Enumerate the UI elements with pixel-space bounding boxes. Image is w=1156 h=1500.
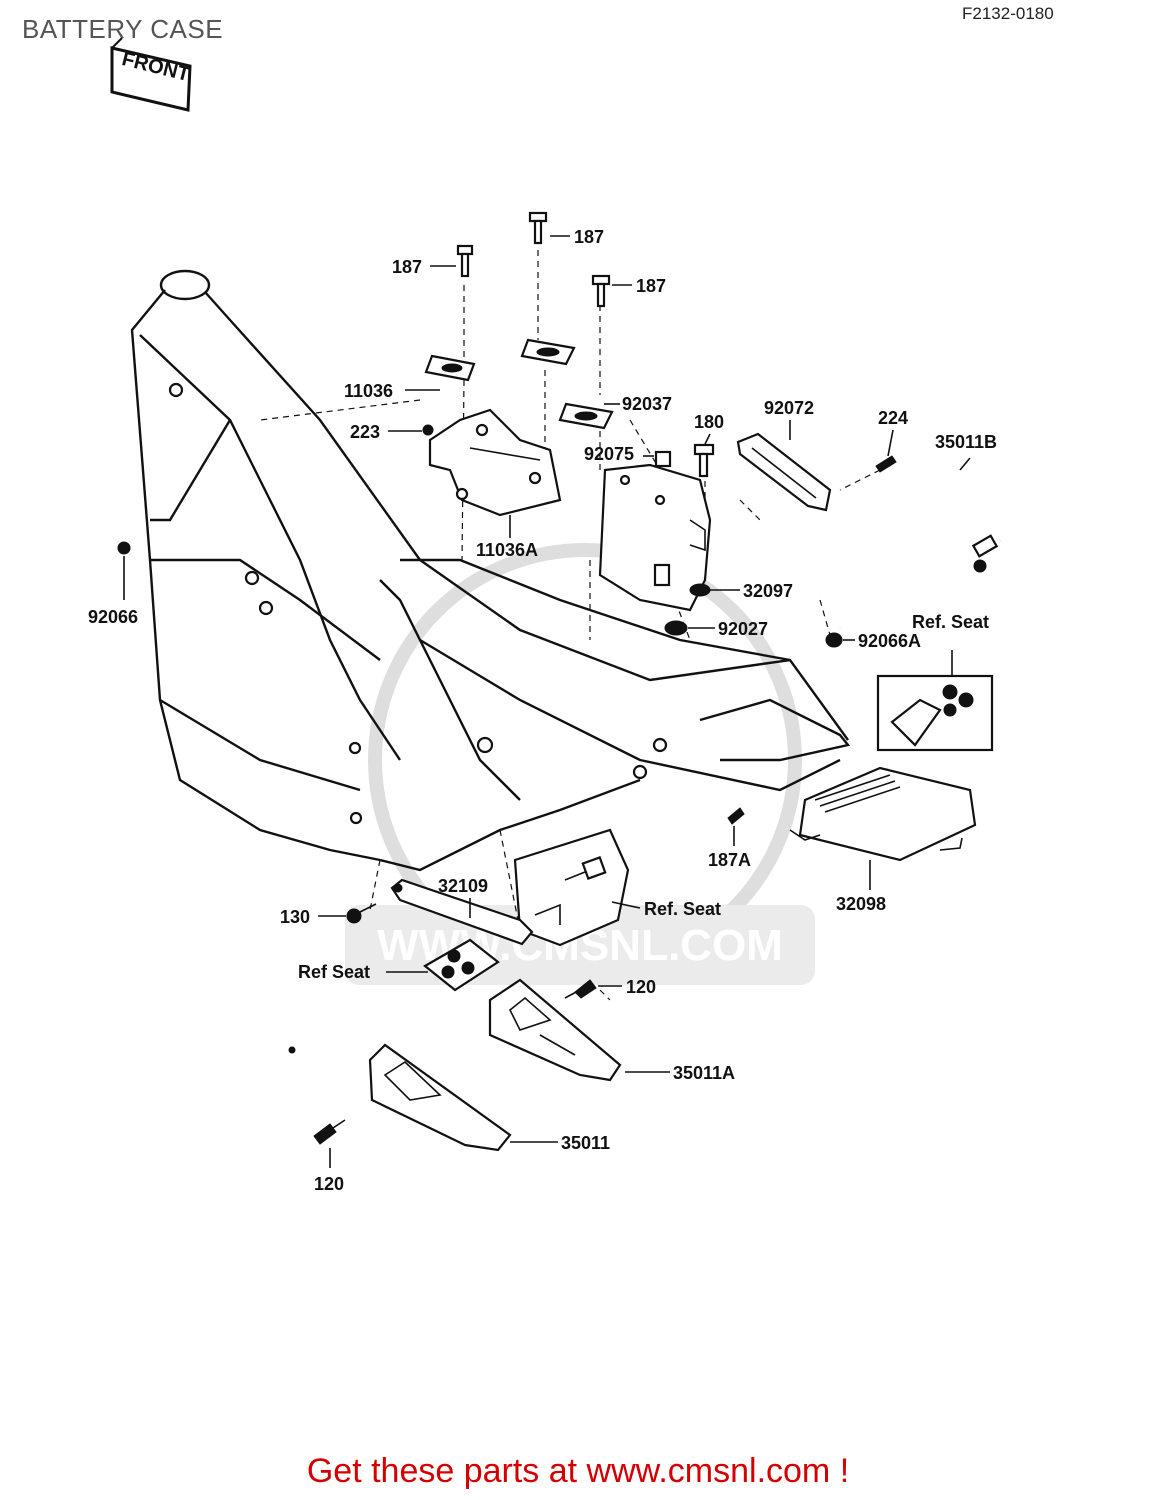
washer-92027 [664,620,688,636]
motorcycle-frame [130,269,851,872]
label-ref-seat-left: Ref Seat [298,962,370,982]
front-arrow-marker: FRONT [110,37,192,112]
label-187-left: 187 [392,257,422,277]
bolt-187-center [528,211,548,245]
support-rod-35011B [838,457,1023,629]
buy-parts-link[interactable]: Get these parts at www.cmsnl.com ! [306,1452,850,1490]
leader-lines [123,235,971,1168]
damper-32097 [689,583,711,597]
label-223: 223 [350,422,380,442]
side-cover-35011A [488,978,622,1082]
exploded-view: FRONT WWW.CMSNL.COM [88,37,1023,1194]
rubber-pad-92037 [558,402,614,430]
label-35011a: 35011A [673,1063,735,1083]
label-92037: 92037 [622,394,672,414]
stay-32109 [390,878,534,946]
battery-case [598,463,712,612]
label-92075: 92075 [584,444,634,464]
label-11036a: 11036A [476,540,538,560]
label-180: 180 [694,412,724,432]
label-92066: 92066 [88,607,138,627]
bolt-180 [693,443,715,478]
battery-strap-92072 [736,432,832,512]
ref-seat-plate-left [423,938,500,992]
grommet-92066A [825,632,843,648]
bolt-187a [727,807,745,825]
label-130: 130 [280,907,310,927]
ref-seat-box-right [876,650,994,752]
bolt-120-lower [313,1119,346,1145]
label-187-right: 187 [636,276,666,296]
callout-labels: 187 187 187 11036 223 11036A 92037 92075… [88,227,997,1194]
grommet-92066 [117,541,131,555]
label-187-center: 187 [574,227,604,247]
bolt-120-upper [564,979,597,999]
label-92066a: 92066A [858,631,921,651]
label-11036: 11036 [344,381,393,401]
bolt-187-right [591,274,611,308]
bolt-187-left [456,244,474,278]
label-32098: 32098 [836,894,886,914]
label-224: 224 [878,408,908,428]
nut-92075 [654,450,672,468]
rubber-pad-center [520,338,576,366]
label-32109: 32109 [438,876,488,896]
label-120-lower: 120 [314,1174,344,1194]
label-92072: 92072 [764,398,814,418]
rubber-pad-11036 [424,354,476,382]
side-cover-35011 [368,1043,512,1152]
label-ref-seat-right: Ref. Seat [912,612,989,632]
drawing-number: F2132-0180 [962,4,1054,23]
bolt-130 [346,903,377,924]
screw-224 [875,455,897,473]
label-187a: 187A [708,850,751,870]
label-35011b: 35011B [935,432,997,452]
label-32097: 32097 [743,581,793,601]
stray-mark [288,1046,296,1054]
battery-tray-32098 [789,766,977,862]
label-ref-seat-center: Ref. Seat [644,899,721,919]
label-92027: 92027 [718,619,768,639]
label-35011: 35011 [561,1133,610,1153]
battery-bracket-11036A [428,408,562,517]
label-120-upper: 120 [626,977,656,997]
screw-223 [422,424,434,436]
